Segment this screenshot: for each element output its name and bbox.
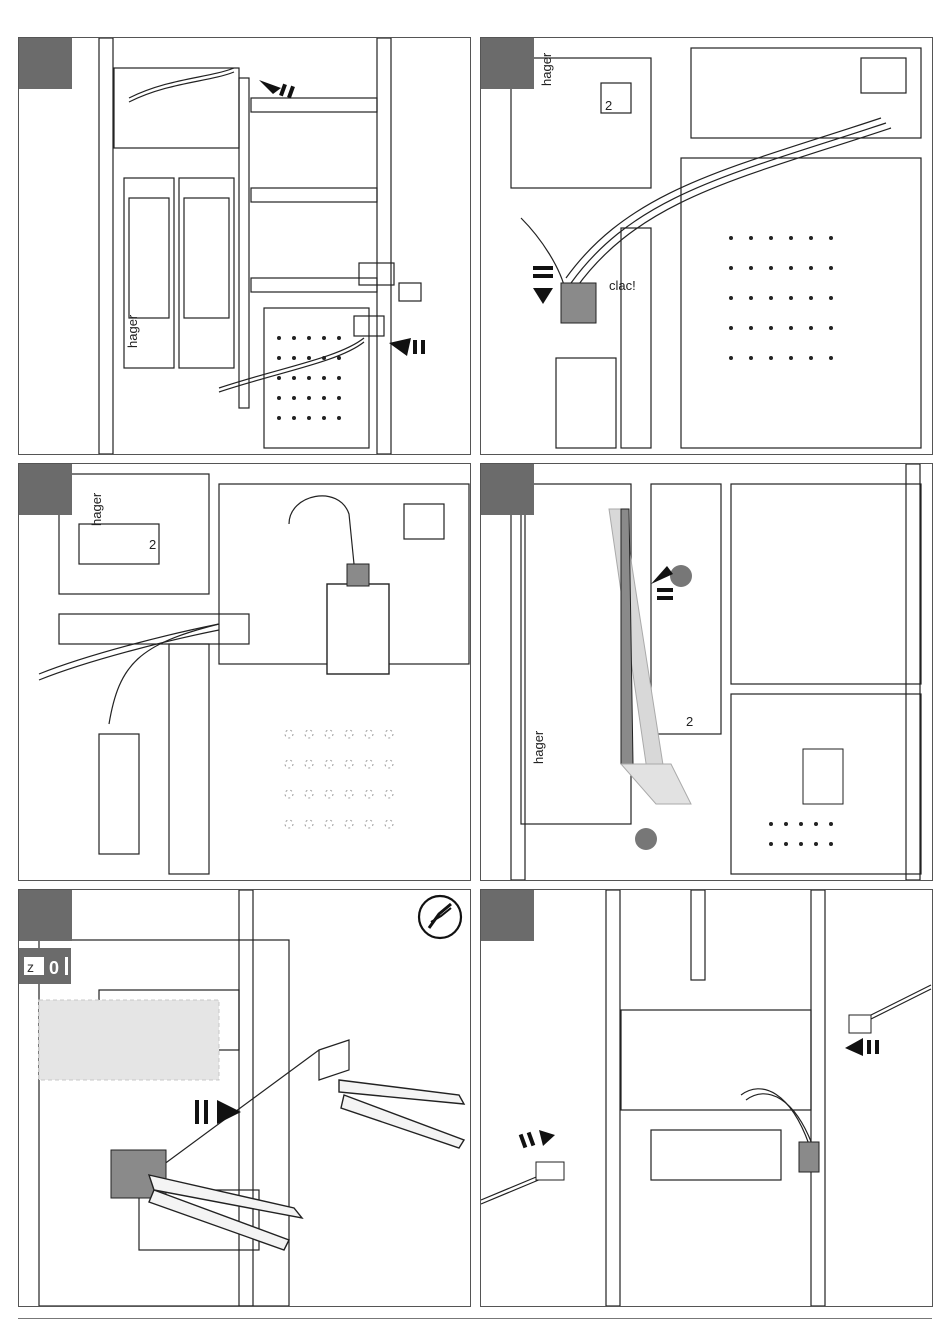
ghost-cover-strip [609, 509, 666, 784]
step-marker-2 [635, 828, 657, 850]
insert-right-arrow [195, 1100, 241, 1124]
ghost-perforated-plate [285, 730, 393, 828]
brand-sticker: hager [539, 52, 554, 86]
push-down-arrow [533, 266, 553, 304]
cable-connector-icon [536, 1162, 564, 1180]
connector-housing [803, 749, 843, 804]
connector-block [561, 283, 596, 323]
step-panel-4: 2 hager [480, 463, 933, 881]
panel-2-illustration: clac! 2 hager [481, 38, 932, 454]
step-marker-1 [670, 565, 692, 587]
step-panel-3: 2 hager [18, 463, 471, 881]
clac-sound-label: clac! [609, 278, 636, 293]
panel-1-illustration: hager [19, 38, 470, 454]
slide-up-arrow [651, 566, 673, 600]
cable-plug [347, 564, 369, 586]
panel-6-illustration [481, 890, 932, 1306]
step-number-tab [19, 464, 72, 515]
module-number-label: 2 [686, 714, 693, 729]
step-number-tab [19, 890, 72, 941]
module-number-label: 2 [605, 98, 612, 113]
perforated-plate [277, 336, 341, 420]
insert-arrow-bottom [389, 338, 425, 356]
insert-arrow-top [259, 80, 295, 98]
ghost-partition [39, 1000, 219, 1080]
step-number-tab [481, 38, 534, 89]
brand-sticker: hager [531, 730, 546, 764]
step-panel-5: z 0 [18, 889, 471, 1307]
power-off-icon: z 0 [19, 948, 71, 984]
connector-housing [327, 584, 389, 674]
svg-text:z: z [27, 959, 34, 975]
perforated-plate [729, 236, 833, 360]
footer-divider [18, 1318, 932, 1319]
step-number-tab [481, 890, 534, 941]
perforated-plate [769, 822, 833, 846]
module-number-label: 2 [149, 537, 156, 552]
svg-text:0: 0 [49, 958, 59, 978]
plug-in-arrow-right [845, 1038, 879, 1056]
step-panel-6 [480, 889, 933, 1307]
panel-5-illustration [19, 890, 470, 1306]
pliers-icon [417, 894, 463, 940]
brand-sticker: hager [89, 492, 104, 526]
panel-4-illustration: 2 hager [481, 464, 932, 880]
step-number-tab [19, 38, 72, 89]
step-panel-2: clac! 2 hager [480, 37, 933, 455]
plug-connector [799, 1142, 819, 1172]
step-number-tab [481, 464, 534, 515]
brand-sticker: hager [125, 314, 140, 348]
cable-plug-right [849, 1015, 871, 1033]
step-panel-1: hager [18, 37, 471, 455]
plug-in-arrow-left [519, 1130, 555, 1148]
panel-3-illustration: 2 hager [19, 464, 470, 880]
